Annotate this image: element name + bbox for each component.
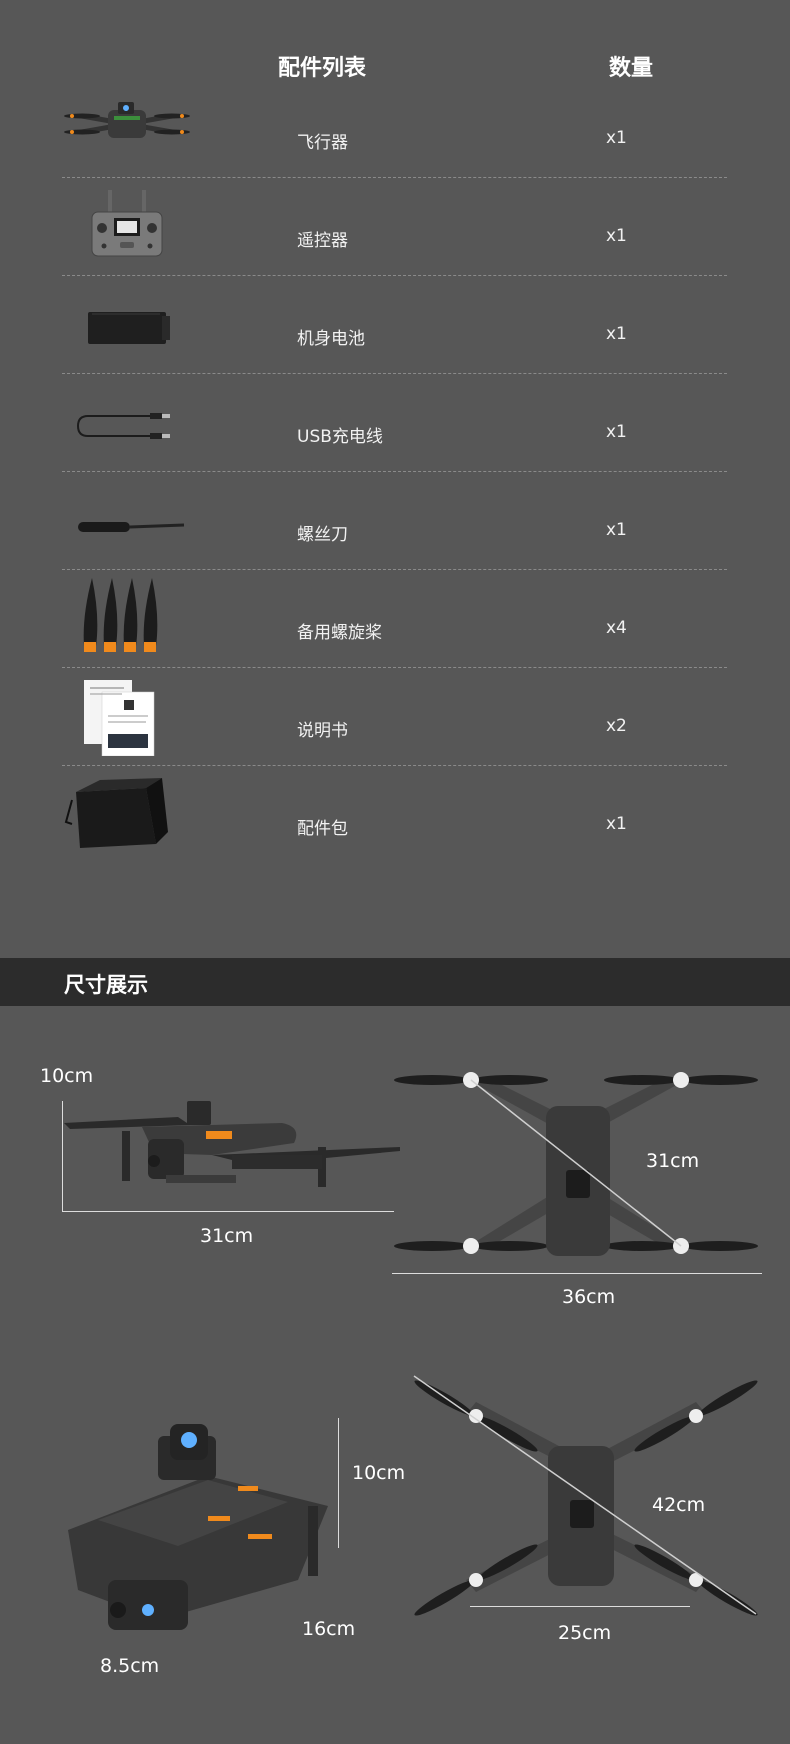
list-item: 备用螺旋桨 x4 [62,570,727,668]
item-qty: x2 [606,716,627,736]
row-divider [62,569,727,570]
dim-line [470,1606,690,1607]
row-divider [62,471,727,472]
remote-controller-icon [62,184,192,266]
item-name: 配件包 [297,819,348,839]
item-qty: x1 [606,128,627,148]
usb-cable-icon [62,380,192,462]
col-header-items: 配件列表 [278,56,367,81]
dim-label: 25cm [558,1622,612,1644]
item-qty: x1 [606,520,627,540]
row-divider [62,373,727,374]
dim-label: 31cm [646,1150,700,1172]
screwdriver-icon [62,478,192,560]
propeller-icon [62,576,192,658]
drone-icon [62,86,192,168]
section-title: 尺寸展示 [64,973,148,997]
item-qty: x4 [606,618,627,638]
item-name: 机身电池 [297,329,365,349]
list-item: 说明书 x2 [62,668,727,766]
drone-top-view [392,1066,762,1266]
item-name: 遥控器 [297,231,348,251]
item-name: 飞行器 [297,133,348,153]
dim-line [392,1273,762,1274]
item-qty: x1 [606,814,627,834]
dim-label: 16cm [302,1618,356,1640]
dim-label: 31cm [200,1225,254,1247]
list-item: 螺丝刀 x1 [62,472,727,570]
list-item: 飞行器 x1 [62,80,727,178]
item-name: 螺丝刀 [297,525,348,545]
bag-icon [62,772,192,854]
drone-side-view [62,1095,402,1215]
battery-icon [62,282,192,364]
row-divider [62,667,727,668]
dim-line [62,1211,394,1212]
drone-unfolded-view [406,1370,766,1630]
dim-label: 10cm [352,1462,406,1484]
item-name: 说明书 [297,721,348,741]
item-qty: x1 [606,324,627,344]
row-divider [62,177,727,178]
item-name: USB充电线 [297,427,383,447]
section-header: 尺寸展示 [0,958,790,1006]
dim-label: 42cm [652,1494,706,1516]
drone-folded-view [58,1410,348,1650]
list-item: USB充电线 x1 [62,374,727,472]
dim-line [338,1418,339,1548]
list-item: 机身电池 x1 [62,276,727,374]
item-qty: x1 [606,422,627,442]
dim-label: 10cm [40,1065,94,1087]
row-divider [62,275,727,276]
list-item: 配件包 x1 [62,766,727,864]
col-header-qty: 数量 [609,56,654,81]
manual-icon [62,674,192,756]
dim-line [62,1101,63,1211]
dim-label: 8.5cm [100,1655,160,1677]
row-divider [62,765,727,766]
item-qty: x1 [606,226,627,246]
item-name: 备用螺旋桨 [297,623,382,643]
dim-label: 36cm [562,1286,616,1308]
list-item: 遥控器 x1 [62,178,727,276]
